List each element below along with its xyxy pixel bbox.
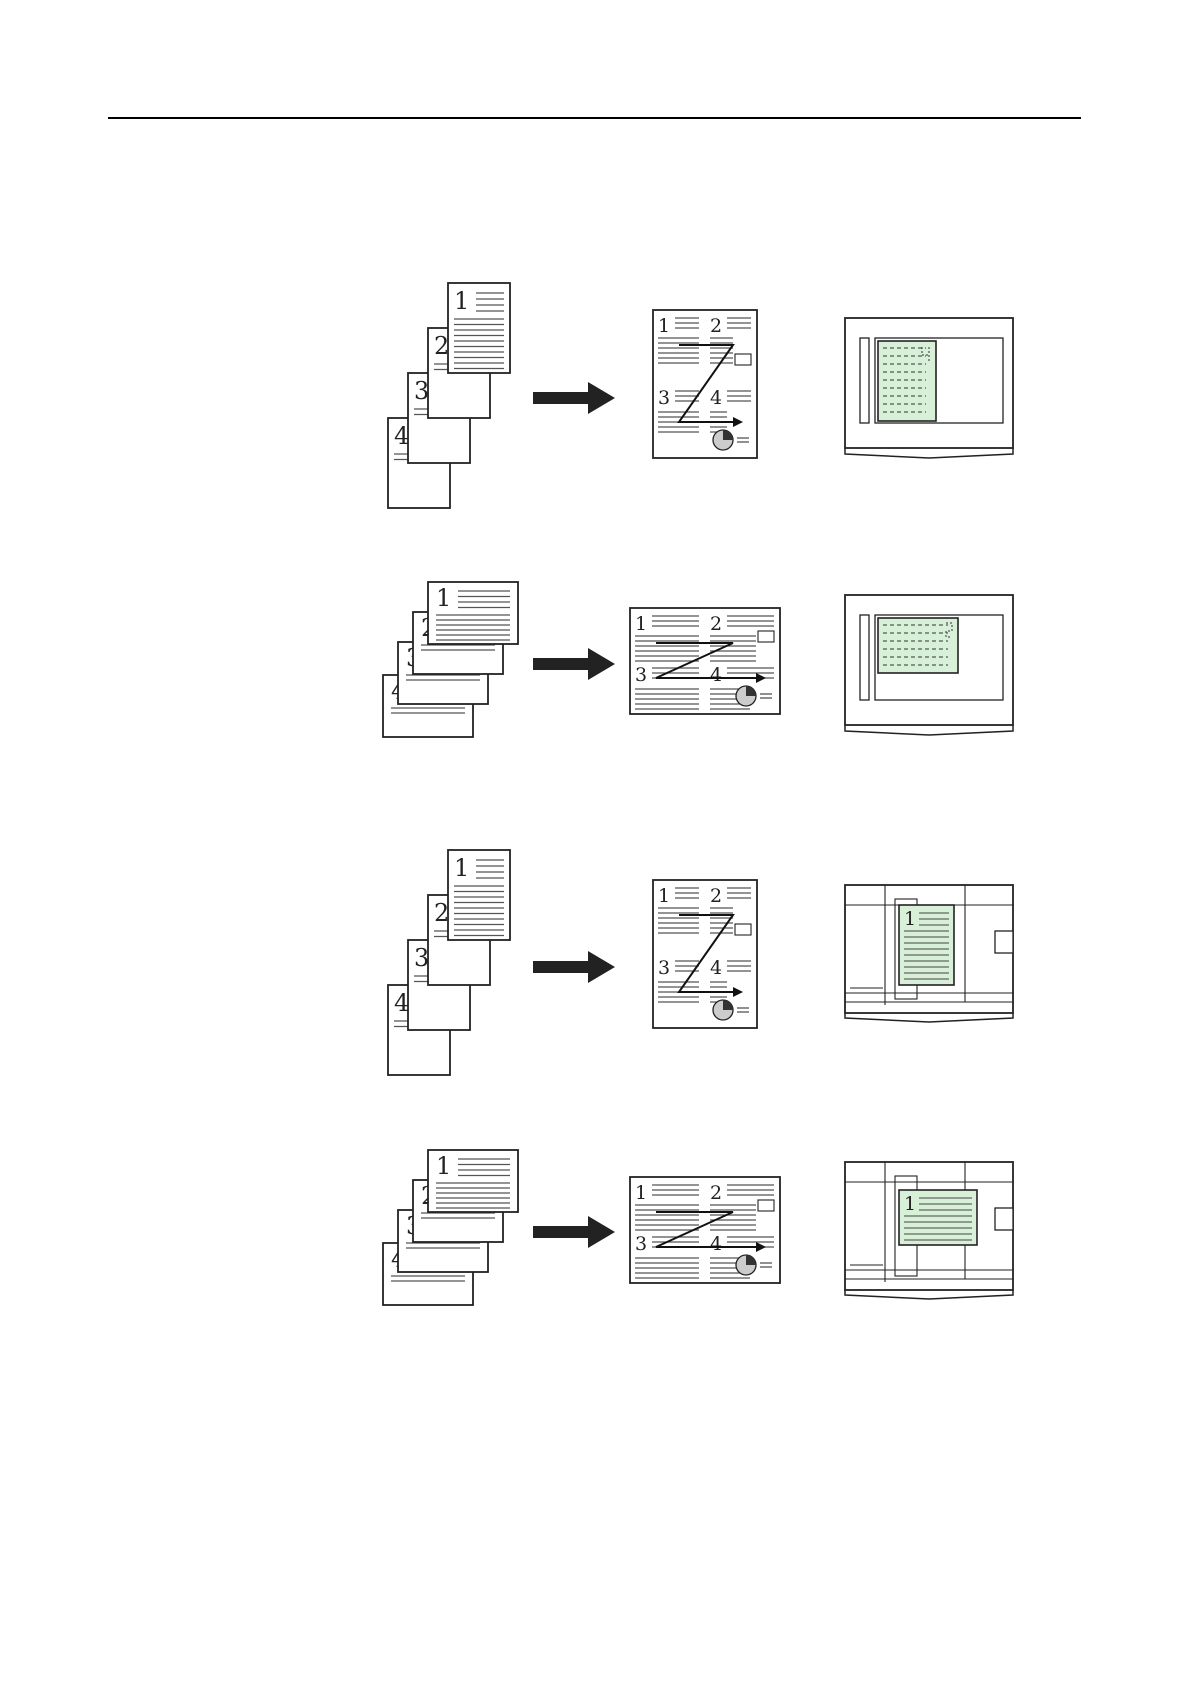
page-number: 3 [414, 377, 429, 405]
pie-chart-icon [736, 686, 756, 706]
page-number-1: 1 [635, 1182, 647, 1204]
page-number: 1 [436, 584, 451, 612]
arrow-right-icon [533, 382, 615, 414]
page-number-2: 2 [710, 315, 722, 337]
page-number-4: 4 [710, 664, 722, 686]
result-sheet: 1 2 3 4 [653, 310, 757, 458]
pie-chart-icon [736, 1255, 756, 1275]
page-number: 1 [454, 854, 469, 882]
page-number-1: 1 [658, 885, 670, 907]
result-sheet: 1 2 3 4 [653, 880, 757, 1028]
page-number-2: 2 [710, 613, 722, 635]
page-number-3: 3 [658, 957, 670, 979]
pie-chart-icon [713, 1000, 733, 1020]
original-page: 1 [428, 1150, 518, 1212]
page-number-2: 2 [710, 885, 722, 907]
page-number-2: 2 [710, 1182, 722, 1204]
scanner-icon [845, 595, 1013, 735]
page-number-4: 4 [710, 957, 722, 979]
result-sheet: 1 2 3 4 [630, 608, 780, 714]
placed-original [878, 341, 936, 421]
page-number-4: 4 [710, 387, 722, 409]
page-number-3: 3 [635, 664, 647, 686]
scanner-icon [845, 318, 1013, 458]
result-sheet: 1 2 3 4 [630, 1177, 780, 1283]
page-number: 1 [436, 1152, 451, 1180]
page-number-1: 1 [658, 315, 670, 337]
page-number-1: 1 [904, 1193, 916, 1215]
page-number-4: 4 [710, 1233, 722, 1255]
arrow-right-icon [533, 1216, 615, 1248]
page-number-1: 1 [904, 908, 916, 930]
arrow-right-icon [533, 648, 615, 680]
page-number: 4 [394, 989, 409, 1017]
original-page: 1 [448, 850, 510, 940]
page-number-3: 3 [658, 387, 670, 409]
original-page: 1 [428, 582, 518, 644]
scanner-icon: 1 [845, 1162, 1013, 1299]
page-number: 2 [434, 899, 449, 927]
page-number: 4 [394, 422, 409, 450]
pie-chart-icon [713, 430, 733, 450]
scanner-icon: 1 [845, 885, 1013, 1022]
page-number-1: 1 [635, 613, 647, 635]
page-number: 3 [414, 944, 429, 972]
page-number: 1 [454, 287, 469, 315]
arrow-right-icon [533, 951, 615, 983]
page-number-3: 3 [635, 1233, 647, 1255]
original-page: 1 [448, 283, 510, 373]
page-number: 2 [434, 332, 449, 360]
